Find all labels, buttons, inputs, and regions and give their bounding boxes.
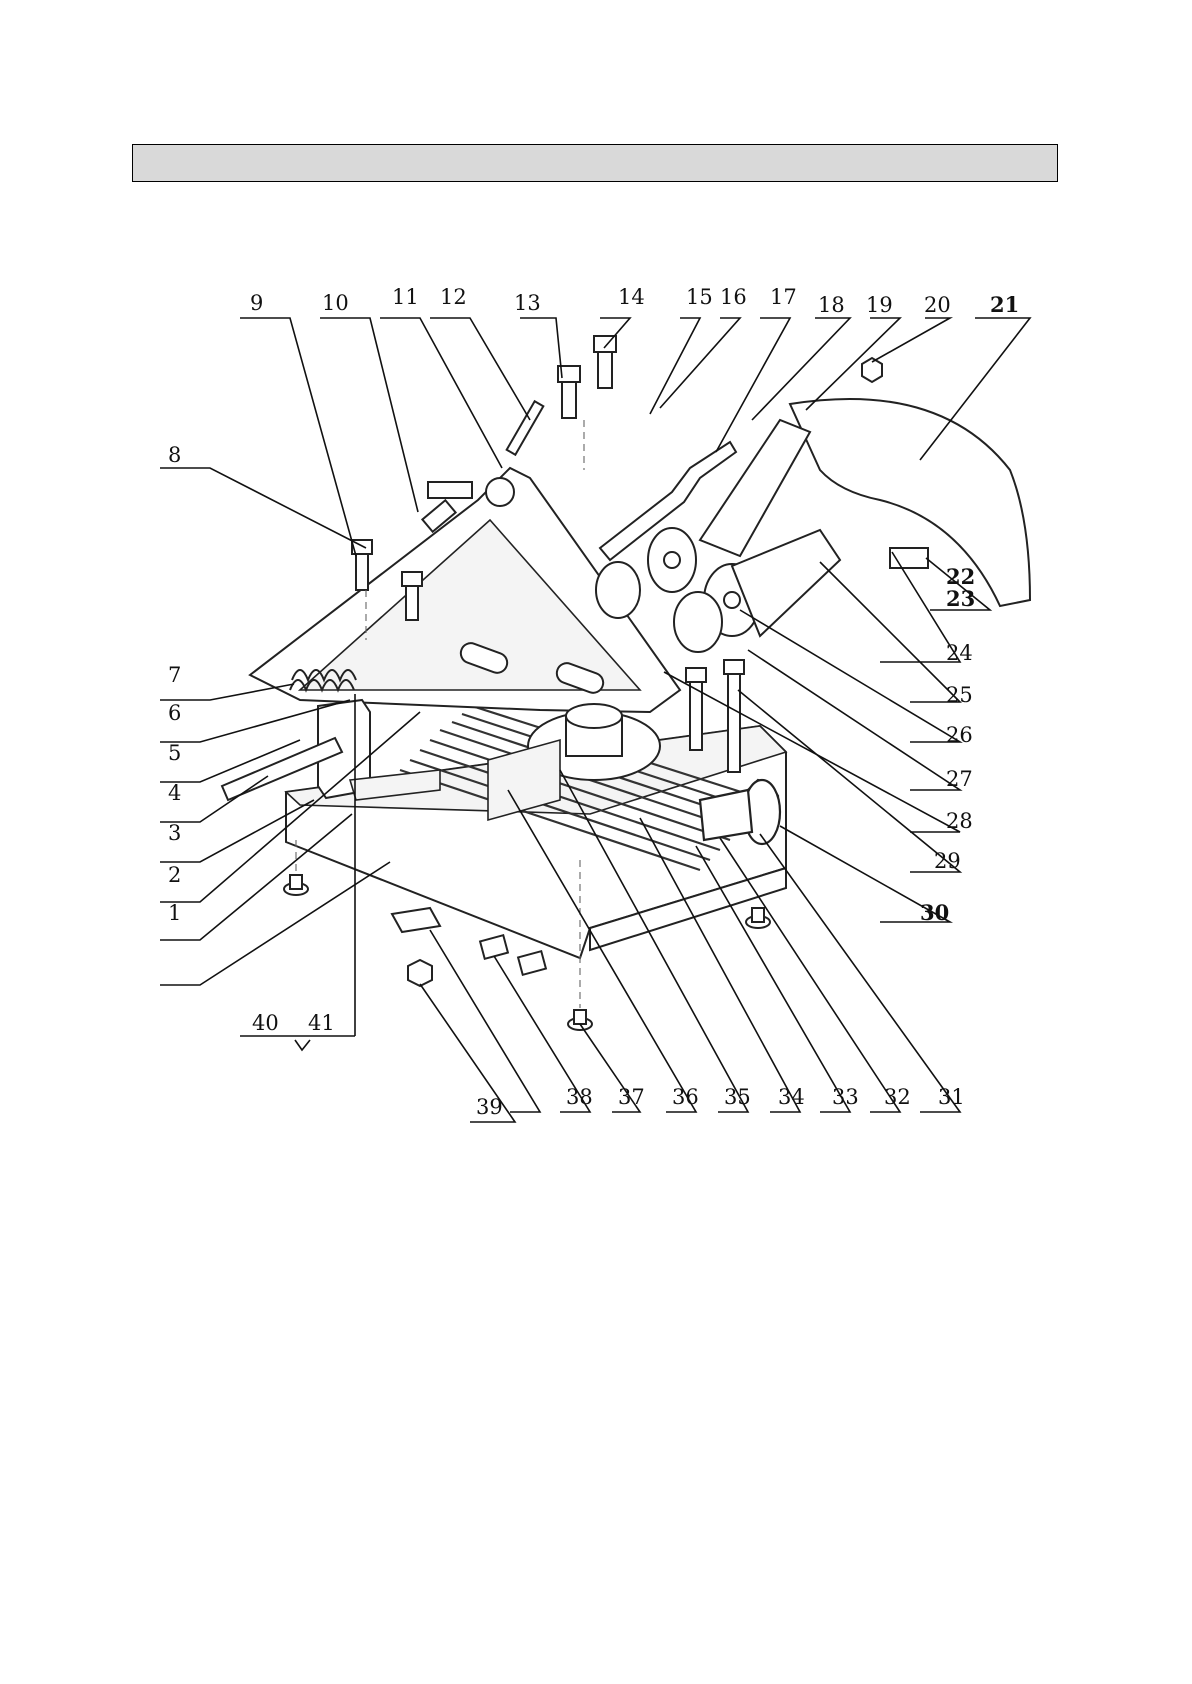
callout-39: 39 [476,1095,503,1119]
callout-31: 31 [938,1085,965,1109]
callout-33: 33 [832,1085,859,1109]
callout-27: 27 [946,767,973,791]
callout-37: 37 [618,1085,645,1109]
callout-7: 7 [168,663,181,687]
callout-24: 24 [946,641,973,665]
callout-32: 32 [884,1085,911,1109]
callout-23: 23 [946,586,975,611]
callout-36: 36 [672,1085,699,1109]
callout-29: 29 [934,849,961,873]
callout-4: 4 [168,781,181,805]
callout-14: 14 [618,285,645,309]
callout-18: 18 [818,293,845,317]
arm-pivot [486,478,514,506]
callout-5: 5 [168,741,181,765]
callout-3: 3 [168,821,181,845]
callout-21: 21 [990,292,1019,317]
upper-link [700,420,810,556]
callout-12: 12 [440,285,467,309]
callout-20: 20 [924,293,951,317]
callout-25: 25 [946,683,973,707]
callout-38: 38 [566,1085,593,1109]
callout-16: 16 [720,285,747,309]
callout-13: 13 [514,291,541,315]
callout-2: 2 [168,863,181,887]
callout-34: 34 [778,1085,805,1109]
callout-41: 41 [308,1011,335,1035]
callout-40: 40 [252,1011,279,1035]
blade-guard [790,399,1030,606]
assembly-drawing [222,336,1030,1030]
callout-35: 35 [724,1085,751,1109]
callout-11: 11 [392,285,419,309]
callout-17: 17 [770,285,797,309]
callout-8: 8 [168,443,181,467]
callout-10: 10 [322,291,349,315]
callout-30: 30 [920,900,949,925]
callout-9: 9 [250,291,263,315]
callout-15: 15 [686,285,713,309]
callout-19: 19 [866,293,893,317]
callout-6: 6 [168,701,181,725]
callout-26: 26 [946,723,973,747]
callout-1: 1 [168,901,181,925]
callout-28: 28 [946,809,973,833]
